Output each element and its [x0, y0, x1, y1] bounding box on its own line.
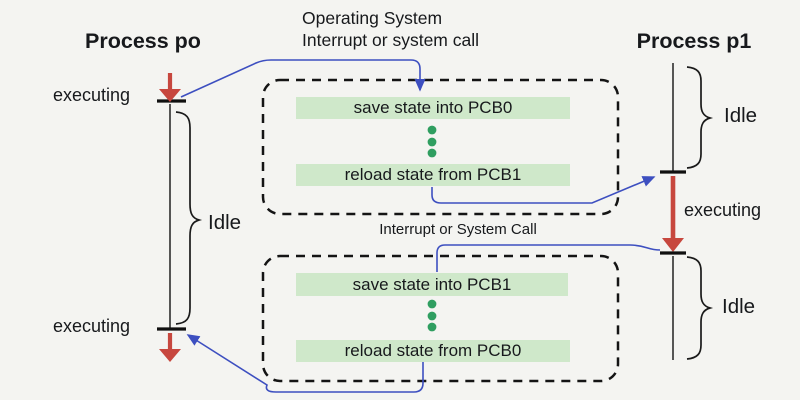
os-label: Operating System Interrupt or system cal…: [302, 7, 479, 51]
process-left-title: Process po: [85, 29, 201, 53]
os-label-line1: Operating System: [302, 8, 443, 28]
connector-box2-to-p0: [186, 334, 424, 393]
step-save-pcb0: save state into PCB0: [296, 97, 570, 119]
idle-brace-right-bottom: [686, 256, 714, 360]
p1-executing-arrow: [662, 176, 684, 252]
os-label-line2: Interrupt or system call: [302, 30, 479, 50]
connector-p1-to-box2: [436, 244, 661, 272]
ellipsis-dots-2: [427, 299, 437, 332]
p1-idle-label-top: Idle: [724, 104, 758, 127]
interrupt-label-2: Interrupt or System Call: [379, 221, 537, 238]
p0-executing-label-top: executing: [52, 85, 130, 105]
p0-executing-arrow-bottom: [159, 333, 181, 362]
p1-idle-label-bottom: Idle: [722, 295, 756, 318]
p0-idle-label: Idle: [208, 211, 242, 234]
switch-box-1-border: [261, 78, 620, 216]
p1-executing-label: executing: [684, 200, 762, 220]
p0-executing-label-bottom: executing: [52, 316, 130, 336]
step-reload-pcb1: reload state from PCB1: [296, 164, 570, 186]
connector-box1-to-p1: [431, 176, 656, 204]
p0-executing-arrow-top: [159, 73, 181, 102]
ellipsis-dots-1: [427, 125, 437, 158]
connector-p0-to-box1: [180, 59, 426, 98]
switch-box-2-border: [261, 254, 620, 383]
process-right-title: Process p1: [636, 29, 752, 53]
step-reload-pcb0: reload state from PCB0: [296, 340, 570, 362]
step-save-pcb1: save state into PCB1: [296, 273, 568, 296]
idle-brace-left: [175, 111, 203, 325]
idle-brace-right-top: [686, 66, 714, 169]
